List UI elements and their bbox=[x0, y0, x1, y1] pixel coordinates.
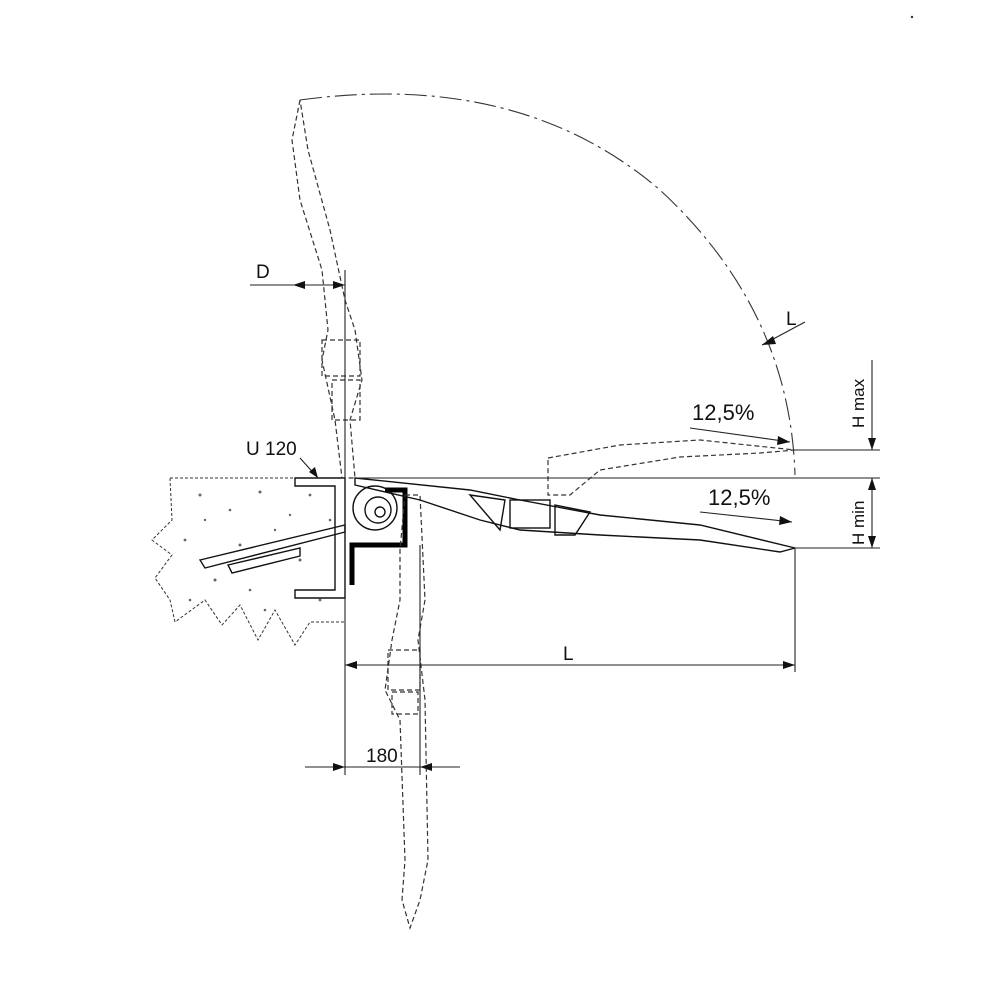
arc-l-dimension: L bbox=[761, 309, 806, 346]
h-min-label: H min bbox=[849, 501, 868, 545]
h-min-dimension: H min bbox=[849, 478, 876, 548]
angle-lower: 12,5% bbox=[699, 485, 793, 525]
angle-upper-label: 12,5% bbox=[692, 400, 754, 425]
dim-180: 180 bbox=[305, 545, 460, 775]
u120-label: U 120 bbox=[246, 439, 297, 460]
lip-segments-upper bbox=[321, 339, 361, 421]
concrete-specks bbox=[183, 490, 332, 612]
angle-lower-label: 12,5% bbox=[708, 485, 770, 510]
hinge-assembly bbox=[349, 485, 408, 585]
platform-horizontal bbox=[354, 477, 796, 553]
lip-segments-horizontal bbox=[468, 494, 592, 536]
arc-l-label: L bbox=[786, 309, 797, 330]
u120-callout: U 120 bbox=[246, 439, 319, 479]
concrete-block bbox=[151, 477, 346, 646]
platform-vertical-down bbox=[384, 494, 429, 930]
platform-raised bbox=[291, 99, 363, 479]
corner-mark bbox=[910, 15, 914, 19]
lip-segments-lower bbox=[387, 649, 421, 715]
bottom-l-label: L bbox=[563, 644, 574, 665]
bottom-l-dimension: L bbox=[344, 478, 796, 775]
angle-upper: 12,5% bbox=[689, 400, 791, 445]
h-max-label: H max bbox=[849, 378, 868, 428]
h-max-dimension: H max bbox=[849, 360, 876, 450]
dim-180-label: 180 bbox=[366, 746, 398, 767]
d-dimension: D bbox=[250, 262, 346, 478]
platform-upper-tilt bbox=[547, 439, 796, 496]
d-label: D bbox=[256, 262, 270, 283]
swing-arc bbox=[299, 93, 796, 476]
